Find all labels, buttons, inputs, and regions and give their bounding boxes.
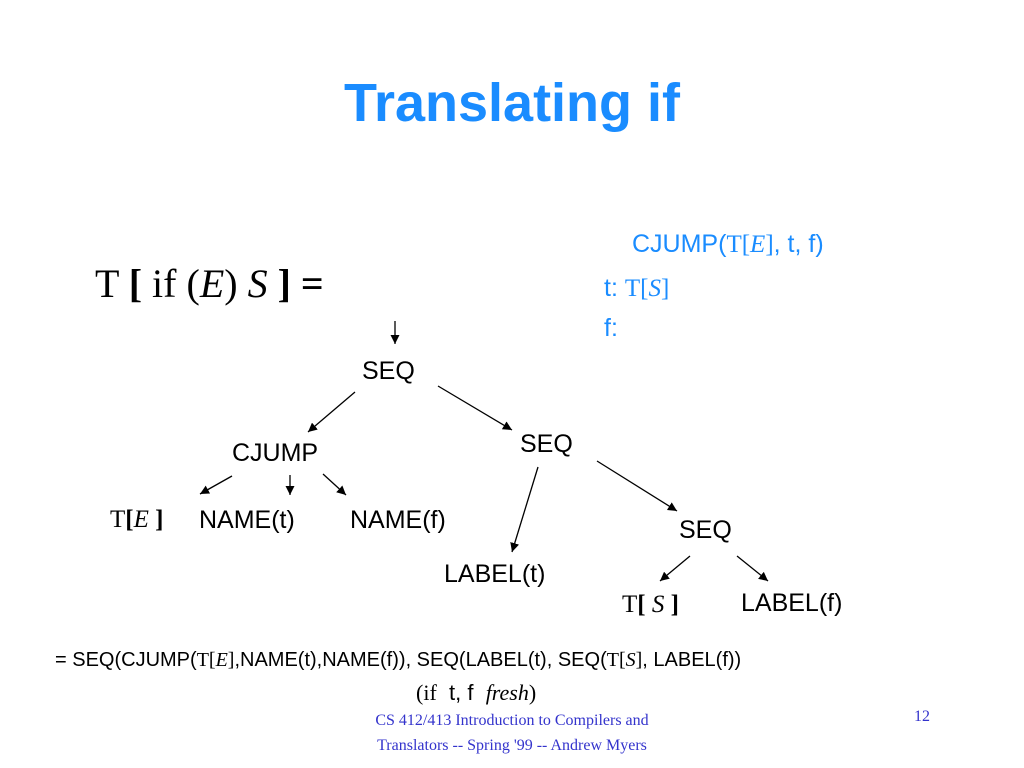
lhs-lparen: ( [186, 261, 200, 306]
eq-part1: = SEQ(CJUMP( [55, 649, 197, 671]
note-lparen: ( [416, 680, 424, 705]
code-line-f: f: [604, 314, 618, 342]
node-te-rb: ] [148, 506, 164, 533]
node-te-t: T [110, 506, 126, 533]
node-ts-t: T [622, 591, 638, 618]
node-label-f: LABEL(f) [741, 589, 843, 617]
code-cjump-prefix: CJUMP( [632, 230, 727, 258]
node-te-e: E [133, 506, 149, 533]
eq-t1: T[ [196, 649, 216, 671]
node-seq-mid: SEQ [520, 430, 573, 458]
eq-part3: , LABEL(f)) [642, 649, 742, 671]
eq-rb2: ] [635, 649, 643, 671]
lhs-expr: E [199, 261, 225, 306]
node-cjump: CJUMP [232, 439, 319, 467]
page-number: 12 [914, 708, 930, 725]
edge-seq2-seq3 [596, 460, 678, 512]
eq-e: E [215, 649, 228, 671]
node-name-f: NAME(f) [350, 506, 446, 534]
code-cjump-e: E [750, 231, 766, 258]
code-t-rb: ] [660, 275, 670, 302]
edge-seq1-seq2 [437, 385, 513, 431]
eq-s: S [625, 649, 636, 671]
fresh-note: (if t, f fresh) [416, 680, 536, 706]
code-line-cjump: CJUMP(T[E], t, f) [632, 230, 824, 259]
slide-title: Translating if [343, 73, 681, 133]
code-cjump-rb: ] [765, 231, 774, 258]
edge-seq2-labelt [510, 466, 539, 553]
note-vars: t, f [436, 680, 486, 705]
note-fresh: fresh [485, 680, 529, 705]
eq-part2: ,NAME(t),NAME(f)), SEQ(LABEL(t), SEQ( [234, 649, 607, 671]
node-seq-root: SEQ [362, 357, 415, 385]
node-ts-s: S [651, 591, 665, 618]
slide-footer: CS 412/413 Introduction to Compilers and… [375, 712, 649, 754]
node-ts-rb: ] [664, 591, 679, 618]
edge-seq3-ts [659, 555, 691, 582]
node-translate-s: T[ S ] [622, 591, 679, 619]
node-ts-lb: [ [637, 591, 652, 618]
code-line-t: t: T[S] [604, 274, 669, 303]
edge-seq1-cjump [307, 391, 356, 433]
lhs-equals: = [300, 261, 324, 306]
node-name-t: NAME(t) [199, 506, 295, 534]
lhs-t: T [95, 261, 119, 306]
code-t-s: S [648, 275, 661, 302]
node-label-t: LABEL(t) [444, 560, 546, 588]
node-te-lb: [ [125, 506, 134, 533]
eq-t2: T[ [606, 649, 626, 671]
node-seq-inner: SEQ [679, 516, 732, 544]
edge-cjump-te [199, 475, 233, 495]
lhs-rparen: ) [224, 261, 238, 306]
edge-cjump-namef [322, 473, 347, 496]
code-cjump-suffix: , t, f) [773, 230, 824, 258]
lhs-stmt: S [247, 261, 268, 306]
equation-line: = SEQ(CJUMP(T[E],NAME(t),NAME(f)), SEQ(L… [55, 649, 741, 672]
lhs-if-keyword: if [152, 261, 177, 306]
note-if: if [423, 680, 437, 705]
edge-seq3-labelf [736, 555, 769, 582]
eq-rb1: ] [227, 649, 235, 671]
code-cjump-t: T[ [726, 231, 751, 258]
lhs-rbracket: ] [277, 261, 291, 306]
code-t-prefix: t: [604, 274, 625, 302]
note-rparen: ) [528, 680, 537, 705]
node-translate-e: T[E ] [110, 506, 163, 534]
code-t-t: T[ [624, 275, 649, 302]
translation-lhs: T [ if (E) S ] = [95, 260, 324, 307]
lhs-lbracket: [ [128, 261, 143, 306]
